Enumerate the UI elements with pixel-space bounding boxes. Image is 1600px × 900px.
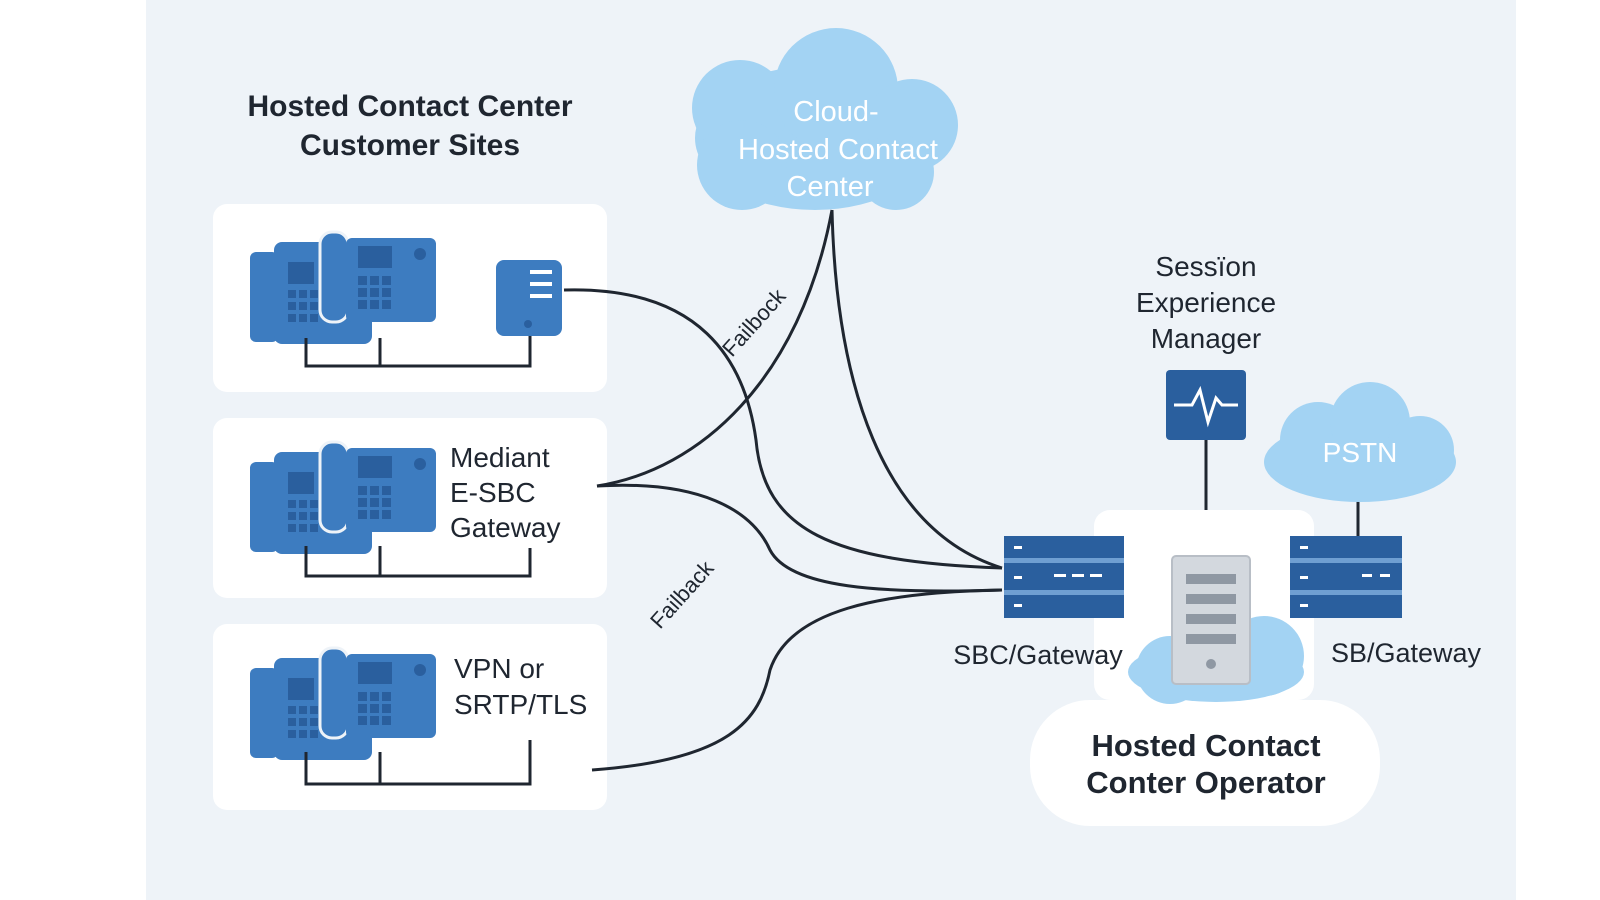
gateway-device-icon — [496, 260, 562, 336]
operator-title-line1: Hosted Contact — [1091, 728, 1320, 763]
site3-label-line2: SRTP/TLS — [454, 689, 587, 720]
link-site3-to-sbc — [591, 588, 1003, 772]
link-site2-to-cloud — [596, 209, 834, 488]
sbc-gateway-icon — [1004, 536, 1124, 618]
link-label-upper: Failbock — [717, 283, 791, 361]
link-site1-to-sbc — [563, 288, 1003, 570]
site3-wiring — [304, 740, 532, 786]
cloud-center-line3: Center — [786, 171, 873, 203]
customer-sites-title-line1: Hosted Contact Center — [247, 90, 572, 123]
sbc-gateway-left-label: SBC/Gateway — [953, 640, 1123, 670]
cloud-center-line2: Hosted Contact — [738, 134, 938, 166]
link-site2-to-sbc — [596, 483, 1003, 593]
sb-gateway-icon — [1290, 536, 1402, 618]
link-label-lower: Failback — [645, 555, 719, 633]
pstn-cloud-icon — [1264, 382, 1456, 502]
customer-sites-title-line2: Customer Sites — [300, 129, 520, 162]
operator-label-box — [1030, 700, 1380, 826]
site2-label-line2: E-SBC — [450, 477, 536, 508]
site2-wiring — [304, 546, 532, 578]
pstn-label: PSTN — [1323, 437, 1398, 468]
heartbeat-icon — [1166, 370, 1246, 440]
operator-title-line2: Conter Operator — [1086, 765, 1325, 800]
server-icon — [1171, 555, 1251, 685]
session-manager-line1: Sessїon — [1155, 251, 1256, 282]
cloud-hosted-contact-center-cloud-icon — [692, 28, 958, 210]
link-cloud-to-sbc — [830, 209, 1003, 570]
cloud-center-line1: Cloud- — [793, 96, 878, 128]
site2-label-line3: Gateway — [450, 512, 561, 543]
sb-gateway-right-label: SB/Gateway — [1331, 638, 1482, 668]
session-manager-line2: Experience — [1136, 287, 1276, 318]
connection-lines — [563, 209, 1360, 772]
site2-label-line1: Mediant — [450, 442, 550, 473]
site3-label-line1: VPN or — [454, 653, 544, 684]
site1-wiring — [304, 336, 532, 368]
session-manager-line3: Manager — [1151, 323, 1262, 354]
